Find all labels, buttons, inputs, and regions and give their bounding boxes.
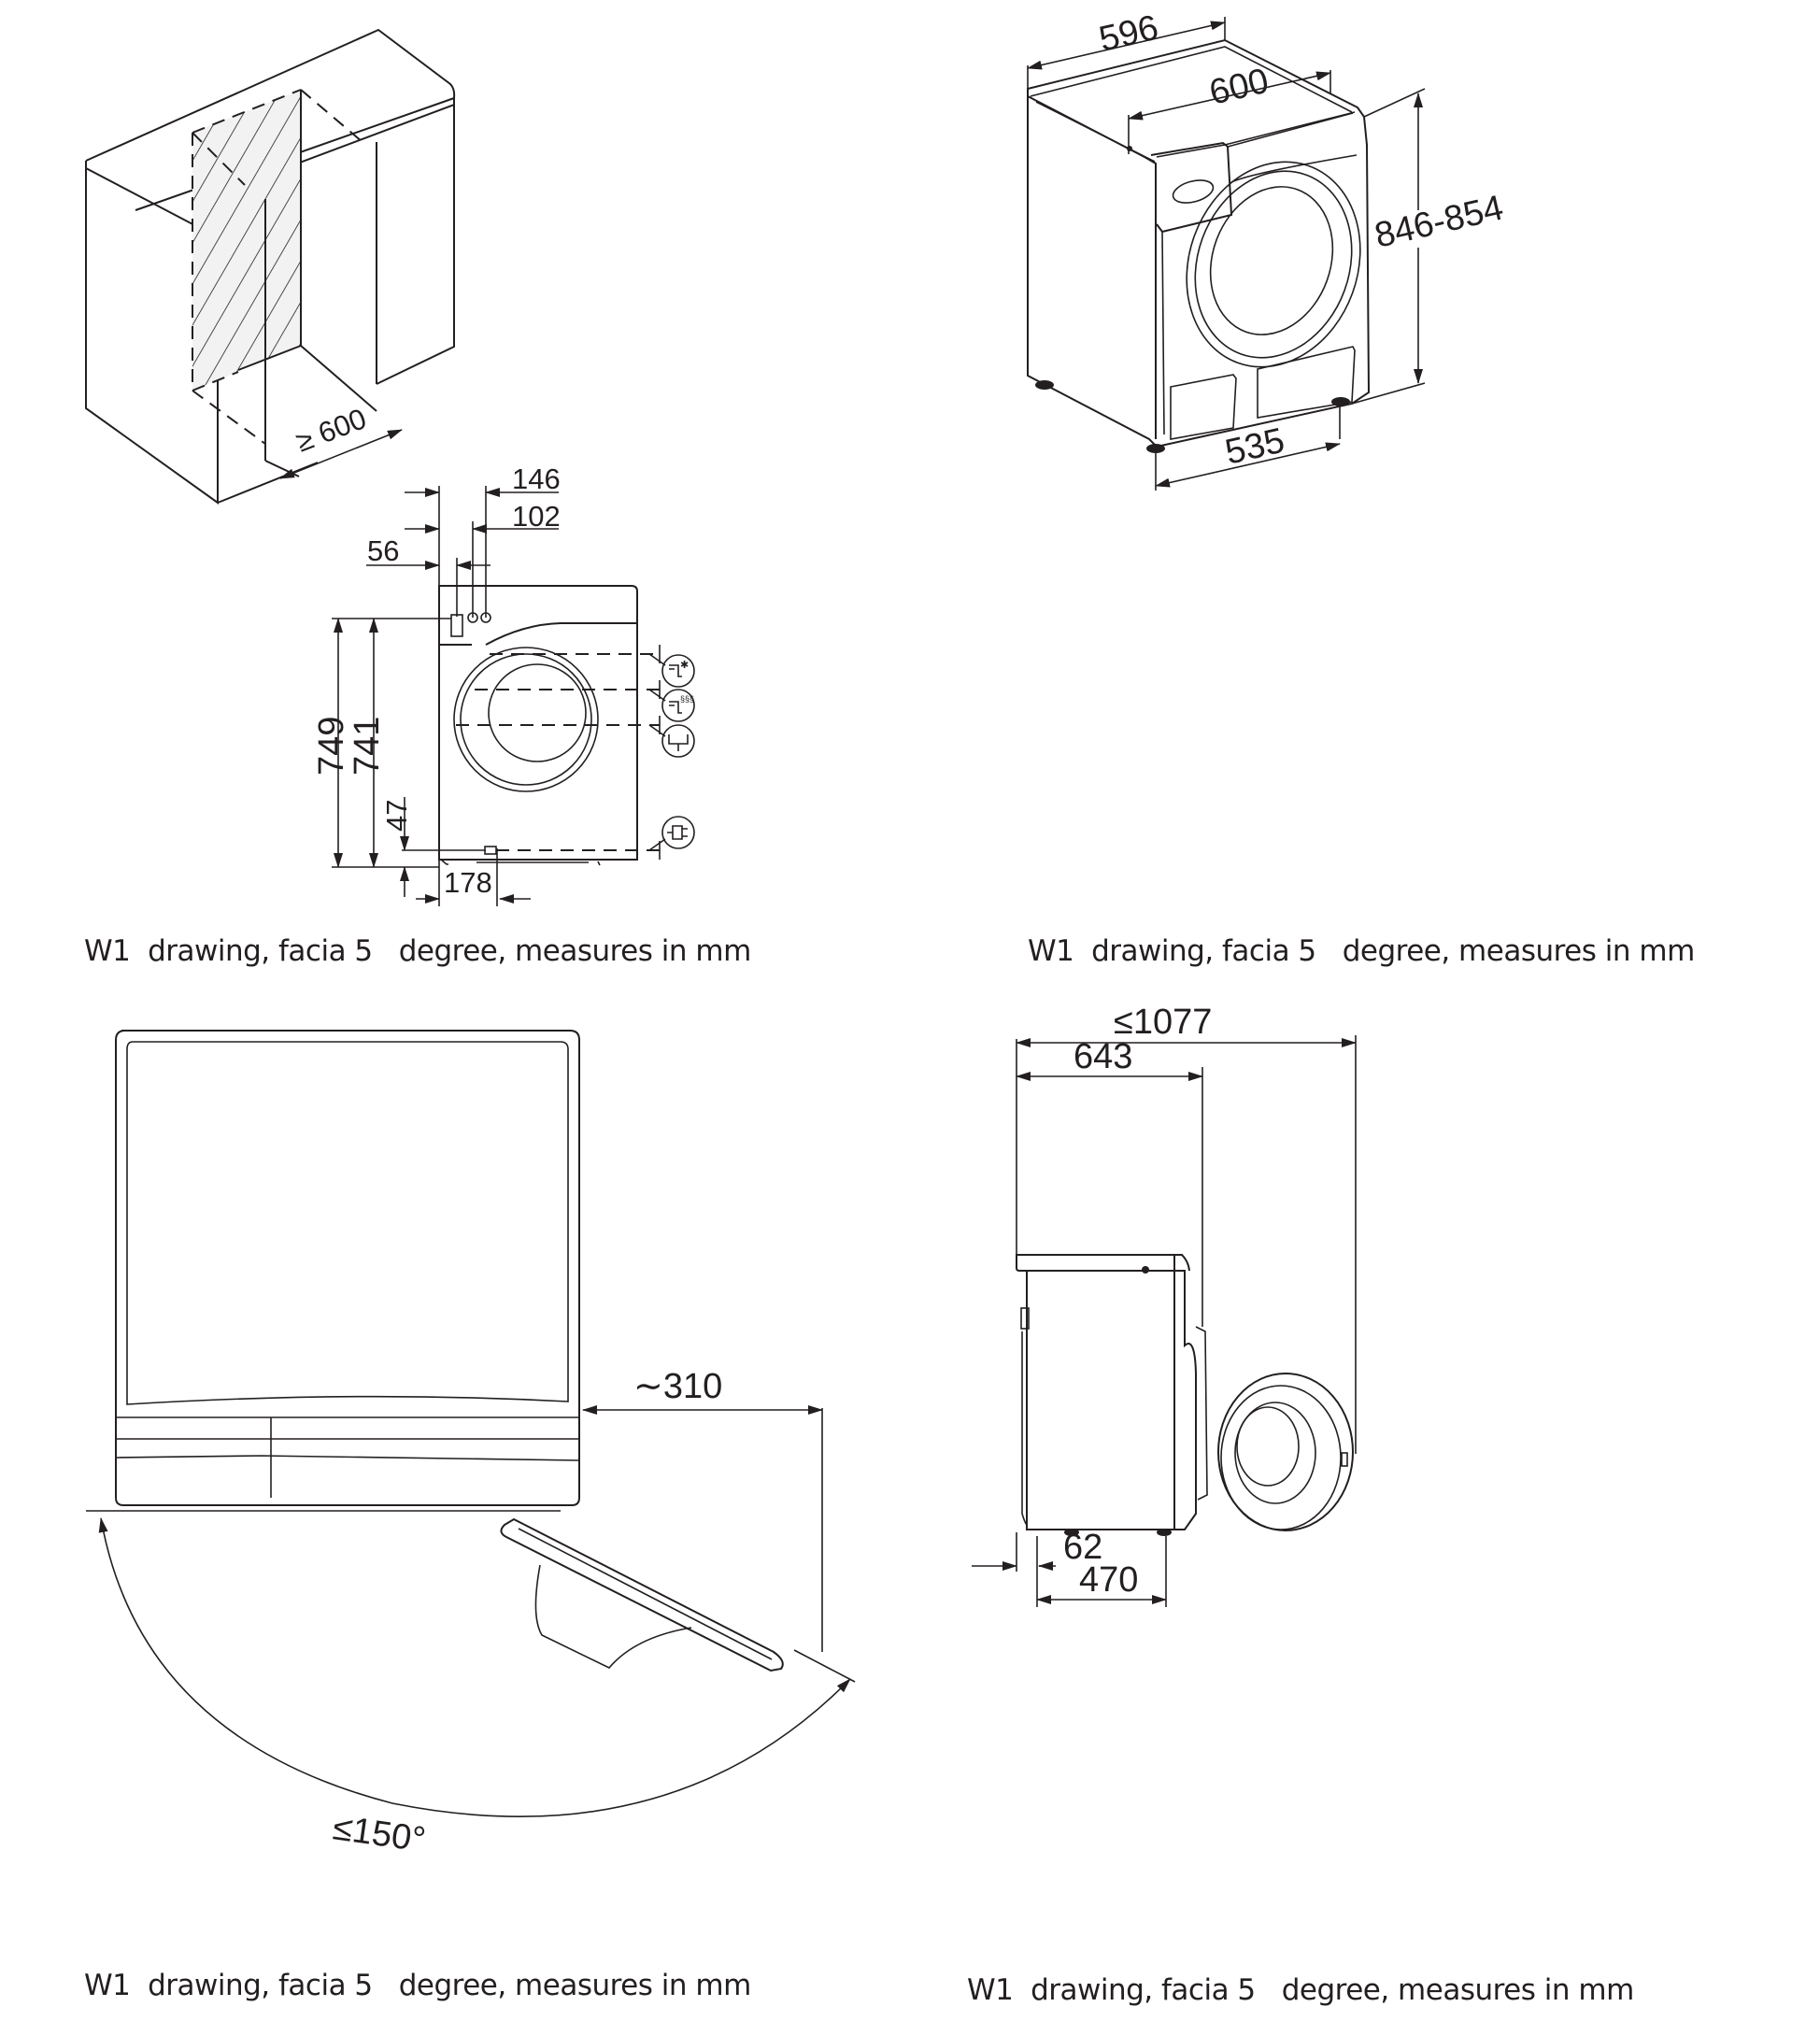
dim-178-label: 178 xyxy=(444,866,492,899)
width-596-dimension-line xyxy=(1027,21,1226,70)
panel-side-view: ≤1077 643 62 470 xyxy=(972,1003,1357,1607)
door-angle-arc xyxy=(98,1517,851,1817)
dim-643-label: 643 xyxy=(1074,1037,1132,1076)
dim-600-label: 600 xyxy=(1206,62,1273,113)
svg-text:✱: ✱ xyxy=(680,660,689,671)
caption-isometric-view: W1 drawing, facia 5 degree, measures in … xyxy=(1028,934,1695,968)
svg-text:§§§: §§§ xyxy=(680,694,694,704)
caption-side-view: W1 drawing, facia 5 degree, measures in … xyxy=(967,1973,1634,2007)
cold-water-tap-icon: ✱ xyxy=(661,654,695,688)
dim-62-label: 62 xyxy=(1063,1528,1102,1567)
hot-water-tap-icon: §§§ xyxy=(661,689,695,722)
drain-icon xyxy=(661,724,695,758)
dim-1077-label: ≤1077 xyxy=(1114,1003,1212,1042)
niche-cabinets xyxy=(85,28,456,505)
dim-596-label: 596 xyxy=(1096,8,1162,60)
panel-installation-niche: ≥ 600 ✱ xyxy=(85,28,695,906)
dim-741-label: 741 xyxy=(348,717,387,776)
panel-isometric-view: 596 600 846-854 535 xyxy=(1027,8,1507,491)
niche-width-dimension-line xyxy=(279,429,403,479)
washer-side-view xyxy=(1016,1254,1354,1536)
caption-top-view: W1 drawing, facia 5 degree, measures in … xyxy=(84,1969,751,2002)
dim-47-label: 47 xyxy=(380,800,413,832)
dim-150deg-label: ≤150° xyxy=(331,1808,428,1859)
washer-top-view xyxy=(115,1030,784,1672)
washer-isometric xyxy=(1027,38,1371,453)
dim-102-label: 102 xyxy=(512,500,561,533)
dim-56-label: 56 xyxy=(367,534,399,567)
dim-749-label: 749 xyxy=(312,717,351,776)
caption-installation-niche: W1 drawing, facia 5 degree, measures in … xyxy=(84,934,751,968)
power-plug-icon xyxy=(661,816,695,849)
front-elevation xyxy=(438,585,666,866)
dim-310-label: ∼310 xyxy=(633,1367,722,1406)
niche-width-label: ≥ 600 xyxy=(291,402,371,458)
dim-470-label: 470 xyxy=(1079,1560,1138,1600)
panel-top-view: ∼310 ≤150° xyxy=(86,1030,856,1860)
dim-146-label: 146 xyxy=(512,463,561,495)
